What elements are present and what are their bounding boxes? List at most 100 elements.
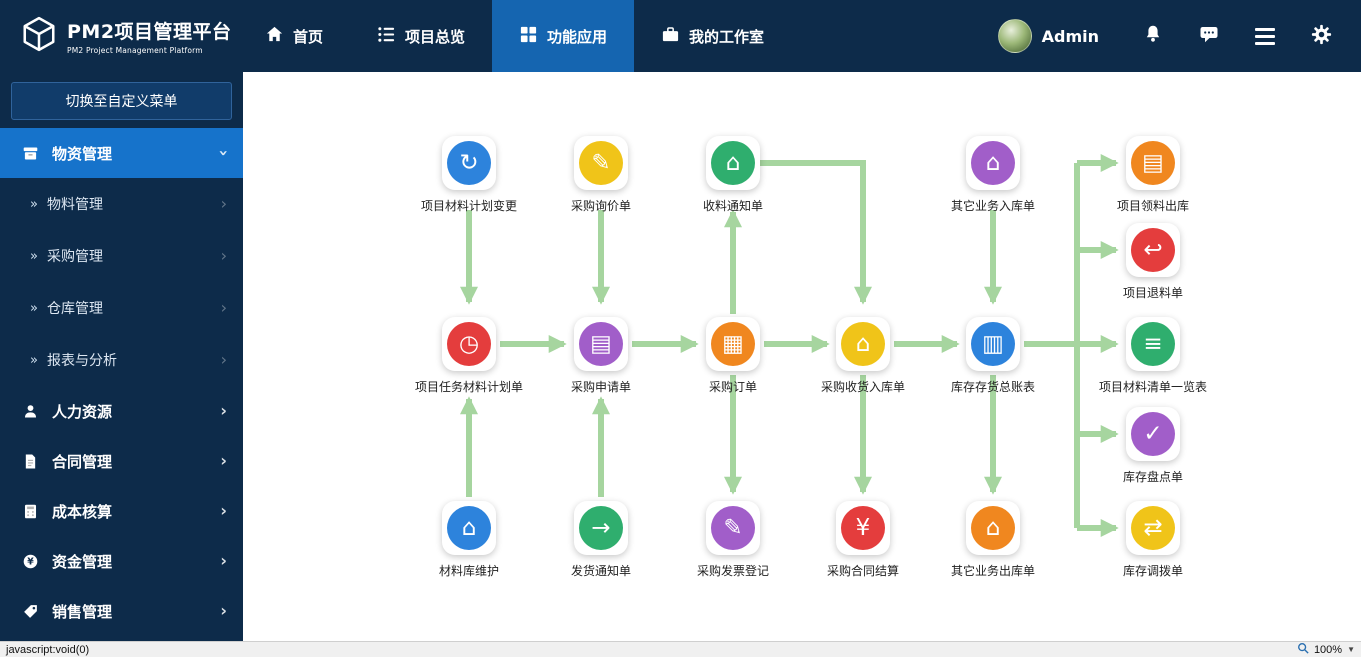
settings-button[interactable] — [1293, 23, 1349, 50]
task-material-plan-icon: ◷ — [442, 317, 496, 371]
home-icon — [265, 25, 284, 48]
nav-item-function-apps[interactable]: 功能应用 — [492, 0, 635, 72]
sidebar-subitem-label: 采购管理 — [46, 249, 103, 265]
inventory-ledger-icon: ▥ — [966, 317, 1020, 371]
nav-item-my-workroom[interactable]: 我的工作室 — [634, 0, 791, 72]
flow-node-inventory-ledger[interactable]: ▥ 库存存货总账表 — [918, 317, 1068, 395]
inquiry-icon: ✎ — [574, 136, 628, 190]
sidebar-item-sales-management[interactable]: 销售管理 › — [0, 586, 243, 636]
flow-node-other-inbound[interactable]: ⌂ 其它业务入库单 — [918, 136, 1068, 214]
flow-node-purchase-receipt-inbound[interactable]: ⌂ 采购收货入库单 — [788, 317, 938, 395]
double-angle-icon: » — [30, 352, 38, 368]
switch-custom-menu-button[interactable]: 切换至自定义菜单 — [11, 82, 232, 120]
sidebar-subitem-reports[interactable]: » 报表与分析 › — [0, 334, 243, 386]
workroom-icon — [661, 25, 680, 48]
svg-text:¥: ¥ — [27, 556, 34, 567]
nav-label: 首页 — [293, 27, 324, 46]
flow-node-project-material-issue[interactable]: ▤ 项目领料出库 — [1078, 136, 1228, 214]
flow-node-material-list[interactable]: ≡ 项目材料清单一览表 — [1078, 317, 1228, 395]
plan-change-icon: ↻ — [442, 136, 496, 190]
archive-icon — [20, 145, 40, 162]
delivery-notice-icon: → — [574, 501, 628, 555]
double-angle-icon: » — [30, 196, 38, 212]
app-subtitle: PM2 Project Management Platform — [67, 46, 203, 55]
nav-item-home[interactable]: 首页 — [238, 0, 350, 72]
app-logo[interactable]: PM2项目管理平台 PM2 Project Management Platfor… — [0, 15, 238, 57]
flow-node-delivery-notice[interactable]: → 发货通知单 — [526, 501, 676, 579]
sidebar-item-cost-accounting[interactable]: 成本核算 › — [0, 486, 243, 536]
zoom-caret-icon[interactable]: ▼ — [1347, 645, 1355, 654]
chevron-right-icon: › — [220, 246, 227, 265]
list-icon — [377, 25, 396, 48]
sidebar-item-material-management[interactable]: 物资管理 › — [0, 128, 243, 178]
sidebar-subitem-warehouse[interactable]: » 仓库管理 › — [0, 282, 243, 334]
header-right-cluster: Admin — [997, 19, 1361, 53]
other-inbound-icon: ⌂ — [966, 136, 1020, 190]
chevron-down-icon: › — [214, 149, 234, 157]
material-db-maintain-icon: ⌂ — [442, 501, 496, 555]
purchase-order-icon: ▦ — [706, 317, 760, 371]
stocktake-icon: ✓ — [1126, 407, 1180, 461]
sidebar-item-label: 合同管理 — [52, 452, 113, 471]
notifications-button[interactable] — [1125, 24, 1181, 48]
flow-node-task-material-plan[interactable]: ◷ 项目任务材料计划单 — [394, 317, 544, 395]
sidebar-subitem-label: 物料管理 — [46, 197, 103, 213]
user-name[interactable]: Admin — [1041, 26, 1099, 46]
sidebar: 切换至自定义菜单 物资管理 › » 物料管理 › » 采购管理 › » 仓库管理… — [0, 72, 243, 641]
nav-label: 项目总览 — [405, 27, 466, 46]
user-avatar[interactable] — [997, 19, 1032, 53]
sidebar-item-label: 销售管理 — [52, 602, 113, 621]
zoom-magnifier-icon — [1297, 642, 1309, 657]
flow-node-contract-settlement[interactable]: ¥ 采购合同结算 — [788, 501, 938, 579]
material-return-icon: ↩ — [1126, 223, 1180, 277]
flow-node-purchase-request[interactable]: ▤ 采购申请单 — [526, 317, 676, 395]
flow-node-purchase-order[interactable]: ▦ 采购订单 — [658, 317, 808, 395]
sidebar-subitem-label: 仓库管理 — [46, 301, 103, 317]
flow-node-plan-change[interactable]: ↻ 项目材料计划变更 — [394, 136, 544, 214]
sidebar-subitem-material[interactable]: » 物料管理 › — [0, 178, 243, 230]
chevron-right-icon: › — [220, 298, 227, 317]
flow-node-invoice-register[interactable]: ✎ 采购发票登记 — [658, 501, 808, 579]
purchase-receipt-inbound-icon: ⌂ — [836, 317, 890, 371]
nav-item-project-overview[interactable]: 项目总览 — [350, 0, 492, 72]
flow-node-inquiry[interactable]: ✎ 采购询价单 — [526, 136, 676, 214]
nav-label: 功能应用 — [547, 27, 608, 46]
status-bar: javascript:void(0) 100% ▼ — [0, 641, 1361, 657]
chevron-right-icon: › — [220, 451, 227, 470]
flow-arrows — [460, 154, 1119, 537]
invoice-register-icon: ✎ — [706, 501, 760, 555]
sidebar-subitem-label: 报表与分析 — [46, 353, 117, 369]
yuan-coin-icon: ¥ — [20, 553, 40, 570]
stock-transfer-icon: ⇄ — [1126, 501, 1180, 555]
messages-button[interactable] — [1181, 24, 1237, 48]
zoom-control[interactable]: 100% ▼ — [1297, 642, 1355, 657]
sidebar-item-human-resources[interactable]: 人力资源 › — [0, 386, 243, 436]
logo-cube-icon — [20, 15, 58, 57]
flow-node-stocktake[interactable]: ✓ 库存盘点单 — [1078, 407, 1228, 485]
sidebar-item-label: 成本核算 — [52, 502, 113, 521]
sidebar-item-label: 物资管理 — [52, 144, 113, 163]
material-list-icon: ≡ — [1126, 317, 1180, 371]
sidebar-subitem-procurement[interactable]: » 采购管理 › — [0, 230, 243, 282]
app-title: PM2项目管理平台 — [67, 21, 232, 43]
sidebar-item-label: 人力资源 — [52, 402, 113, 421]
main-nav: 首页 项目总览 功能应用 — [238, 0, 791, 72]
sidebar-item-label: 资金管理 — [52, 552, 113, 571]
tag-icon — [20, 603, 40, 620]
flow-diagram-canvas: ↻ 项目材料计划变更 ✎ 采购询价单 ⌂ 收料通知单 ⌂ 其它业务入库单 ▤ 项… — [243, 72, 1361, 641]
flow-node-other-outbound[interactable]: ⌂ 其它业务出库单 — [918, 501, 1068, 579]
flow-node-material-db-maintain[interactable]: ⌂ 材料库维护 — [394, 501, 544, 579]
contract-settlement-icon: ¥ — [836, 501, 890, 555]
contract-icon — [20, 453, 40, 470]
menu-button[interactable] — [1237, 27, 1293, 45]
flow-node-material-return[interactable]: ↩ 项目退料单 — [1078, 223, 1228, 301]
flow-node-receive-notice[interactable]: ⌂ 收料通知单 — [658, 136, 808, 214]
receive-notice-icon: ⌂ — [706, 136, 760, 190]
sidebar-item-contract-management[interactable]: 合同管理 › — [0, 436, 243, 486]
sidebar-item-fund-management[interactable]: ¥ 资金管理 › — [0, 536, 243, 586]
project-material-issue-icon: ▤ — [1126, 136, 1180, 190]
chevron-right-icon: › — [220, 551, 227, 570]
flow-node-stock-transfer[interactable]: ⇄ 库存调拨单 — [1078, 501, 1228, 579]
grid-icon — [519, 25, 538, 48]
chat-icon — [1199, 24, 1219, 48]
